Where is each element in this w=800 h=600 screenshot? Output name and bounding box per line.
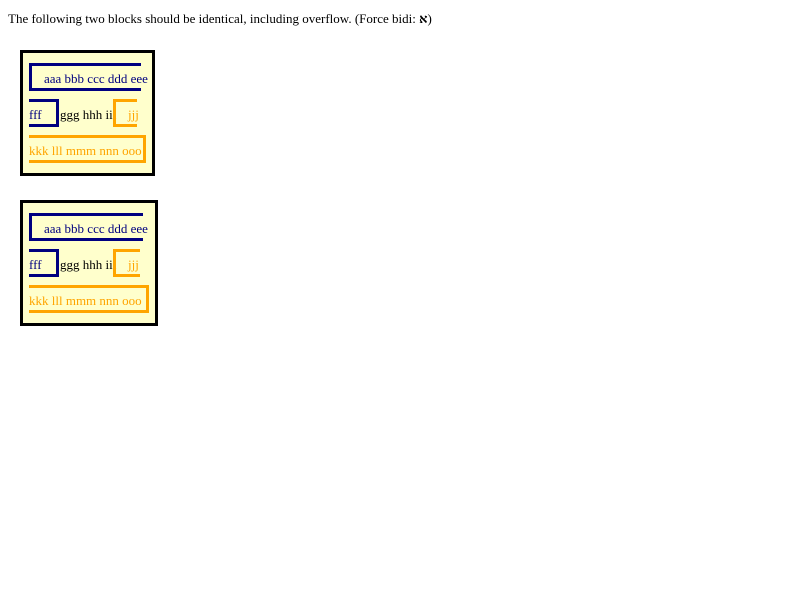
- line2-end-text: jjj: [128, 107, 139, 122]
- orange-inline-box-line2: jjj: [113, 249, 140, 277]
- blue-inline-box-line2: fff: [29, 249, 59, 277]
- line1-text: aaa bbb ccc ddd eee: [44, 71, 148, 86]
- blue-inline-box-line1: aaa bbb ccc ddd eee: [29, 213, 148, 241]
- line2-middle-text: ggg hhh iii: [60, 107, 117, 122]
- instruction-suffix: ): [427, 11, 432, 26]
- line1-text: aaa bbb ccc ddd eee: [44, 221, 148, 236]
- line3-text: kkk lll mmm nnn ooo: [29, 143, 142, 158]
- line2-start-text: fff: [29, 107, 42, 122]
- instruction-main: The following two blocks should be ident…: [8, 11, 420, 26]
- instruction-text: The following two blocks should be ident…: [8, 11, 432, 27]
- line3-text: kkk lll mmm nnn ooo: [29, 293, 142, 308]
- line2-end-text: jjj: [128, 257, 139, 272]
- orange-inline-box-line2: jjj: [113, 99, 139, 127]
- blue-inline-box-line2: fff: [29, 99, 59, 127]
- test-block-1: aaa bbb ccc ddd eee fff ggg hhh iii jjj …: [20, 50, 155, 176]
- orange-inline-box-line3: kkk lll mmm nnn ooo: [29, 135, 146, 163]
- line2-start-text: fff: [29, 257, 42, 272]
- orange-inline-box-line3: kkk lll mmm nnn ooo: [29, 285, 149, 313]
- line2-middle-text: ggg hhh iii: [60, 257, 117, 272]
- blue-inline-box-line1: aaa bbb ccc ddd eee: [29, 63, 148, 91]
- test-block-2: aaa bbb ccc ddd eee fff ggg hhh iii jjj …: [20, 200, 158, 326]
- bidi-glyph: א: [419, 11, 428, 26]
